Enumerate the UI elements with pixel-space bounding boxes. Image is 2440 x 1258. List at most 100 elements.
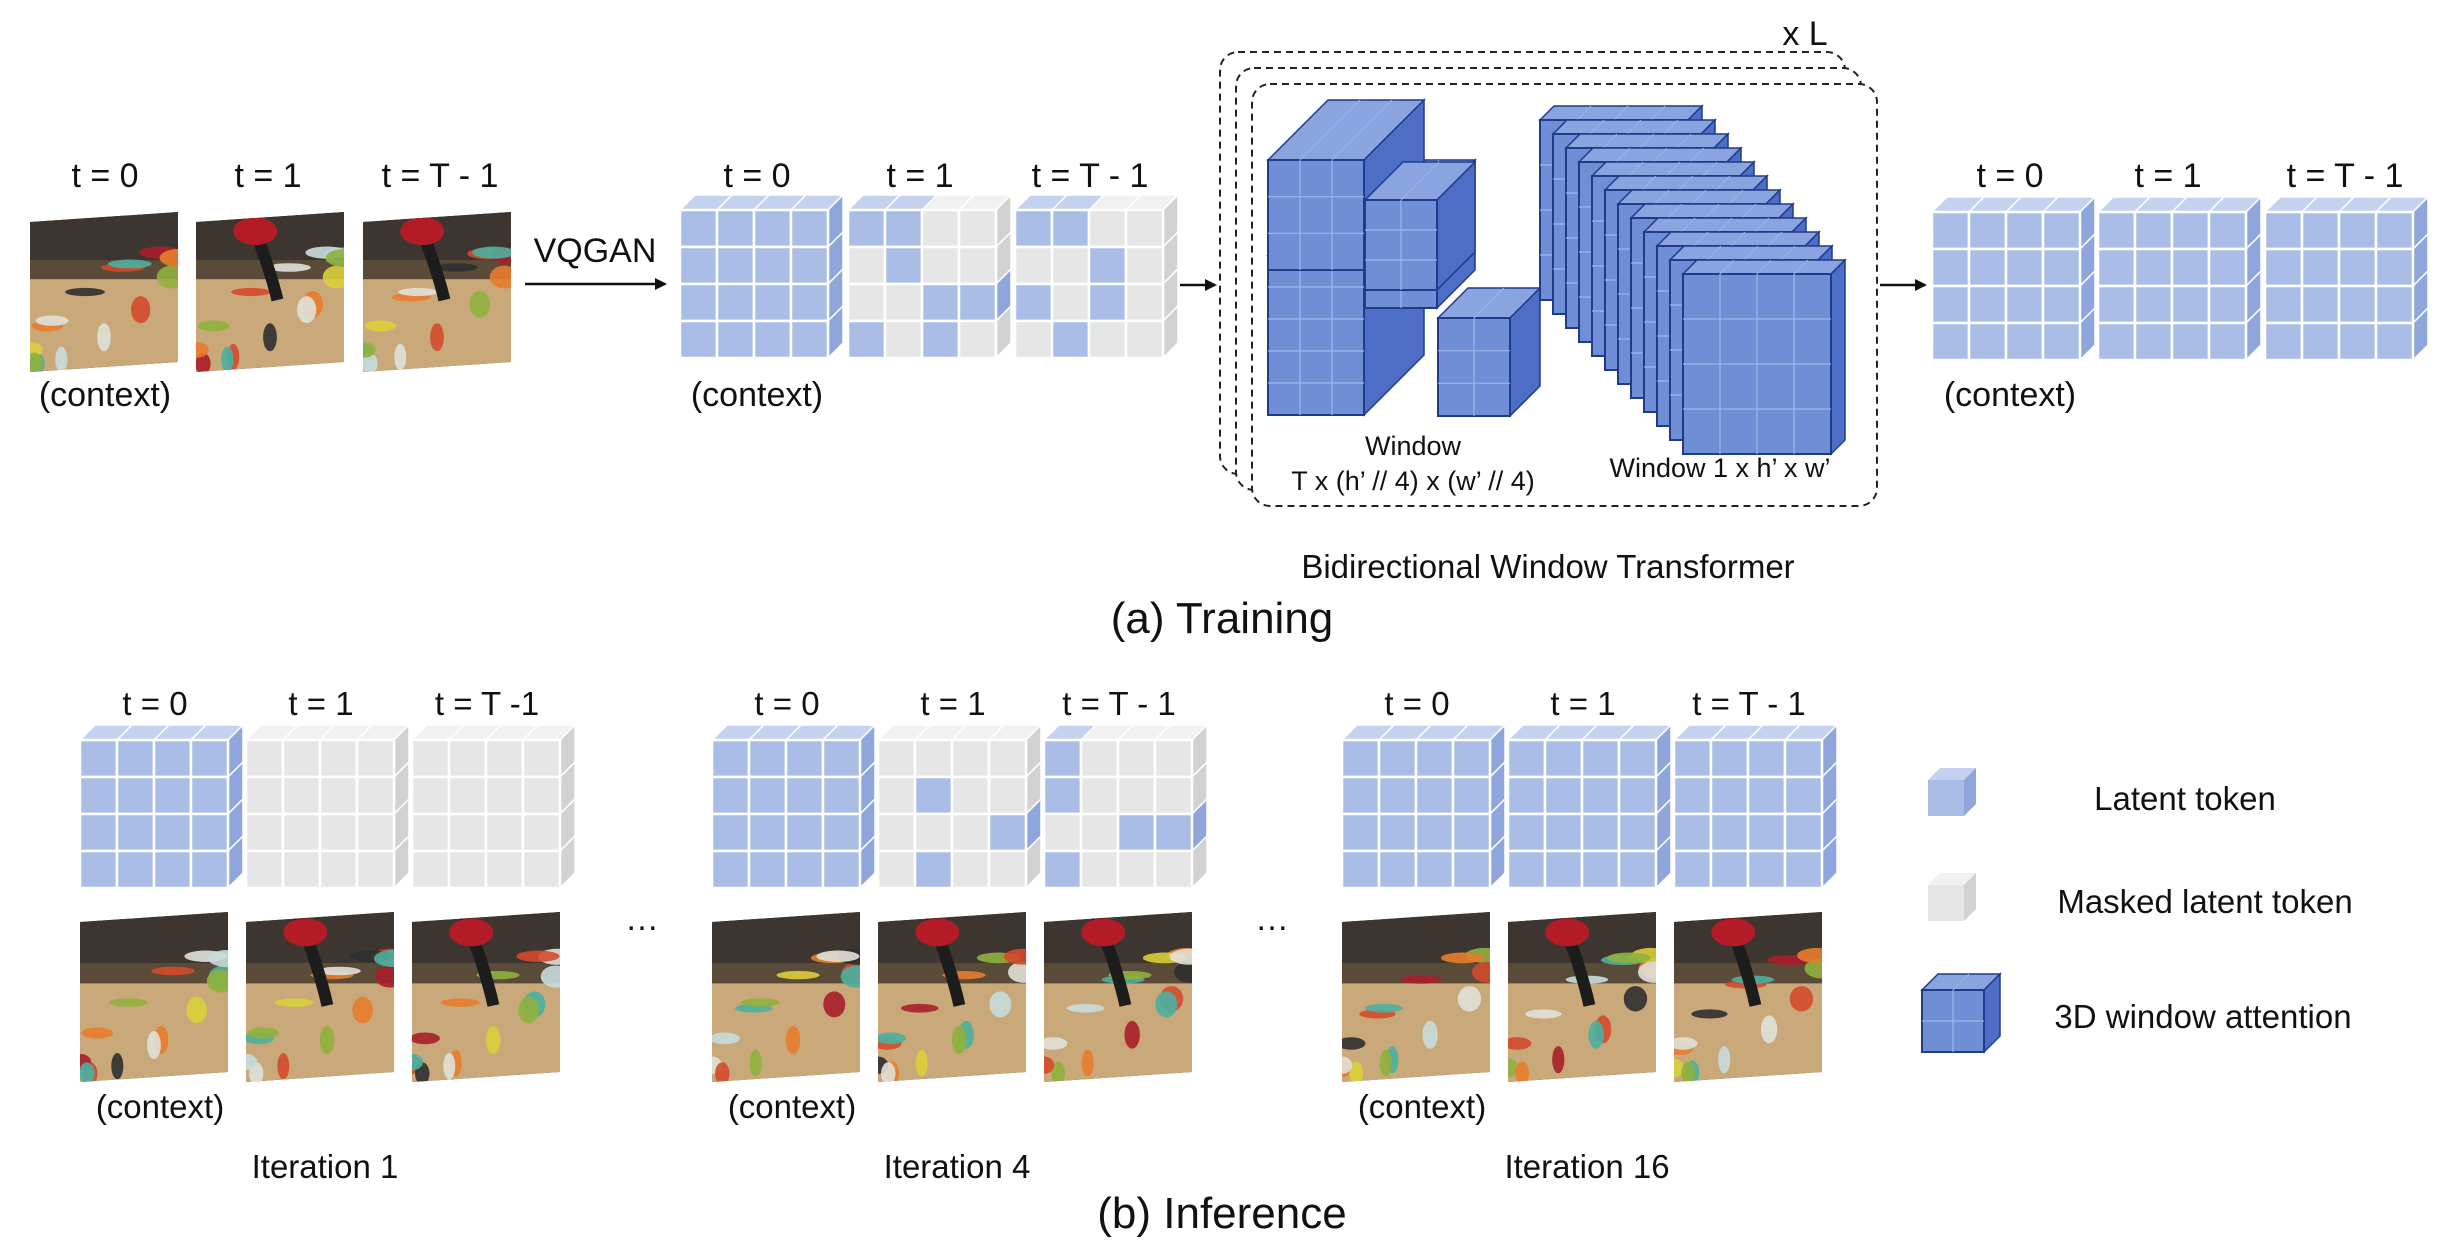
masked-latent-token	[447, 812, 488, 853]
latent-token	[821, 775, 862, 816]
inference-time-label: t = T - 1	[1692, 685, 1805, 722]
token-grid-t1	[846, 193, 1013, 360]
latent-token	[1709, 775, 1750, 816]
token-label-t0: t = 0	[723, 157, 790, 195]
latent-token	[2374, 210, 2415, 251]
latent-token	[987, 812, 1028, 853]
masked-latent-token	[1087, 208, 1128, 249]
latent-token	[1672, 812, 1713, 853]
latent-token	[2170, 210, 2211, 251]
frame-photo-t1	[196, 212, 344, 372]
inference-context-label: (context)	[728, 1088, 856, 1125]
latent-token	[1414, 738, 1455, 779]
frame-label-t1: t = 1	[234, 157, 301, 195]
latent-token	[846, 208, 887, 249]
latent-token	[1340, 775, 1381, 816]
output-label-tT: t = T - 1	[2287, 157, 2404, 195]
robot-scene-photo-icon	[1508, 912, 1656, 1082]
masked-latent-token	[244, 849, 285, 890]
latent-token	[1930, 247, 1971, 288]
latent-token	[1377, 738, 1418, 779]
output-context-label: (context)	[1944, 376, 2076, 414]
inference-time-label: t = 1	[920, 685, 985, 722]
masked-latent-token	[410, 812, 451, 853]
output-label-t0: t = 0	[1976, 157, 2043, 195]
masked-latent-token	[244, 738, 285, 779]
latent-token	[1967, 321, 2008, 362]
masked-latent-token	[521, 738, 562, 779]
latent-token	[1340, 738, 1381, 779]
latent-token	[2170, 321, 2211, 362]
latent-token	[78, 812, 119, 853]
masked-latent-token	[355, 775, 396, 816]
inference-caption: (b) Inference	[1097, 1189, 1346, 1238]
latent-token	[1543, 812, 1584, 853]
latent-token	[1930, 284, 1971, 325]
latent-token	[747, 775, 788, 816]
spatial-window-slice	[1681, 258, 1847, 456]
latent-token	[1672, 738, 1713, 779]
masked-latent-token	[846, 245, 887, 286]
latent-token	[2300, 247, 2341, 288]
repeat-label: x L	[1782, 15, 1827, 53]
latent-token	[2300, 321, 2341, 362]
robot-scene-photo-icon	[878, 912, 1026, 1082]
masked-latent-token	[318, 849, 359, 890]
latent-token	[1672, 775, 1713, 816]
latent-token	[1783, 775, 1824, 816]
latent-token	[2004, 321, 2045, 362]
masked-latent-token	[1116, 849, 1157, 890]
latent-token	[1580, 738, 1621, 779]
latent-token	[1153, 812, 1194, 853]
masked-latent-token	[521, 812, 562, 853]
iteration-label: Iteration 4	[884, 1148, 1031, 1185]
latent-token	[2374, 284, 2415, 325]
masked-latent-token	[355, 738, 396, 779]
masked-latent-token	[1079, 812, 1120, 853]
inference-time-label: t = 1	[1550, 685, 1615, 722]
latent-token	[1451, 849, 1492, 890]
masked-latent-token	[950, 849, 991, 890]
latent-token	[1451, 775, 1492, 816]
latent-token	[752, 245, 793, 286]
latent-token	[1050, 319, 1091, 360]
latent-token	[715, 319, 756, 360]
masked-latent-token	[281, 738, 322, 779]
latent-token	[2300, 210, 2341, 251]
masked-latent-token	[244, 775, 285, 816]
masked-latent-token	[1153, 738, 1194, 779]
latent-token	[2207, 284, 2248, 325]
ellipsis-1: …	[625, 900, 659, 938]
masked-latent-token	[950, 812, 991, 853]
latent-token	[710, 812, 751, 853]
masked-latent-token	[876, 812, 917, 853]
masked-latent-token	[355, 849, 396, 890]
latent-token	[189, 738, 230, 779]
latent-token	[752, 282, 793, 323]
inference-time-label: t = T - 1	[1062, 685, 1175, 722]
latent-token	[2096, 247, 2137, 288]
latent-token	[789, 245, 830, 286]
latent-token	[1617, 849, 1658, 890]
latent-token	[2041, 321, 2082, 362]
masked-latent-token	[1124, 319, 1165, 360]
temporal-window-blocks	[1266, 98, 1542, 418]
temporal-window-block-top-right	[1363, 160, 1477, 292]
latent-token	[1042, 849, 1083, 890]
inference-token-grid	[1506, 723, 1673, 890]
latent-token	[1967, 210, 2008, 251]
latent-token	[152, 812, 193, 853]
latent-token	[784, 849, 825, 890]
latent-token	[1709, 738, 1750, 779]
inference-frame-photo	[1508, 912, 1656, 1082]
latent-token	[2337, 284, 2378, 325]
latent-token	[1013, 208, 1054, 249]
masked-latent-token	[521, 849, 562, 890]
inference-time-label: t = T -1	[435, 685, 539, 722]
latent-token	[2337, 210, 2378, 251]
latent-token	[784, 775, 825, 816]
masked-latent-token	[876, 738, 917, 779]
latent-token	[1543, 775, 1584, 816]
latent-token	[1506, 738, 1547, 779]
latent-token	[2133, 210, 2174, 251]
